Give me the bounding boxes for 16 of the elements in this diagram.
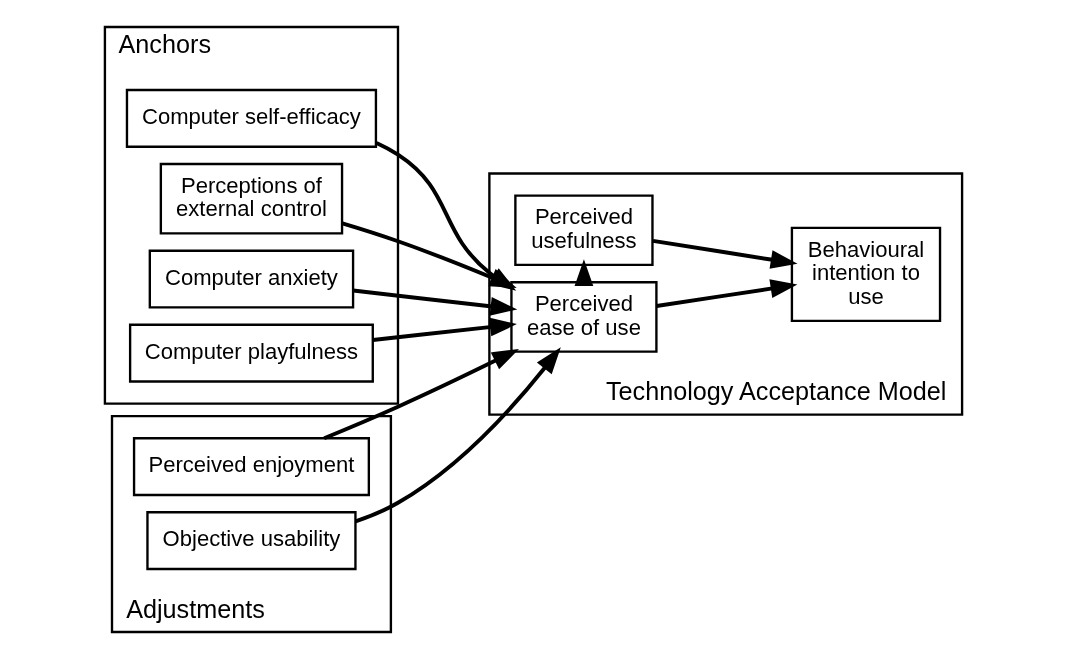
arrow (352, 288, 517, 316)
node-box: Computer playfulness (128, 323, 374, 383)
node-box: Objective usability (145, 511, 357, 571)
node-box: Perceptions of external control (159, 162, 343, 235)
node-box: Perceived usefulness (513, 194, 654, 267)
arrow (372, 317, 517, 342)
arrow (652, 238, 798, 269)
arrow (341, 221, 517, 288)
node-box: Perceived enjoyment (132, 437, 370, 497)
node-box: Computer anxiety (148, 249, 354, 309)
arrow (322, 348, 519, 441)
node-box: Behavioural intention to use (790, 226, 941, 322)
arrow (574, 259, 593, 287)
arrow (655, 279, 797, 308)
node-box: Computer self-efficacy (125, 88, 377, 148)
arrow (354, 347, 561, 524)
